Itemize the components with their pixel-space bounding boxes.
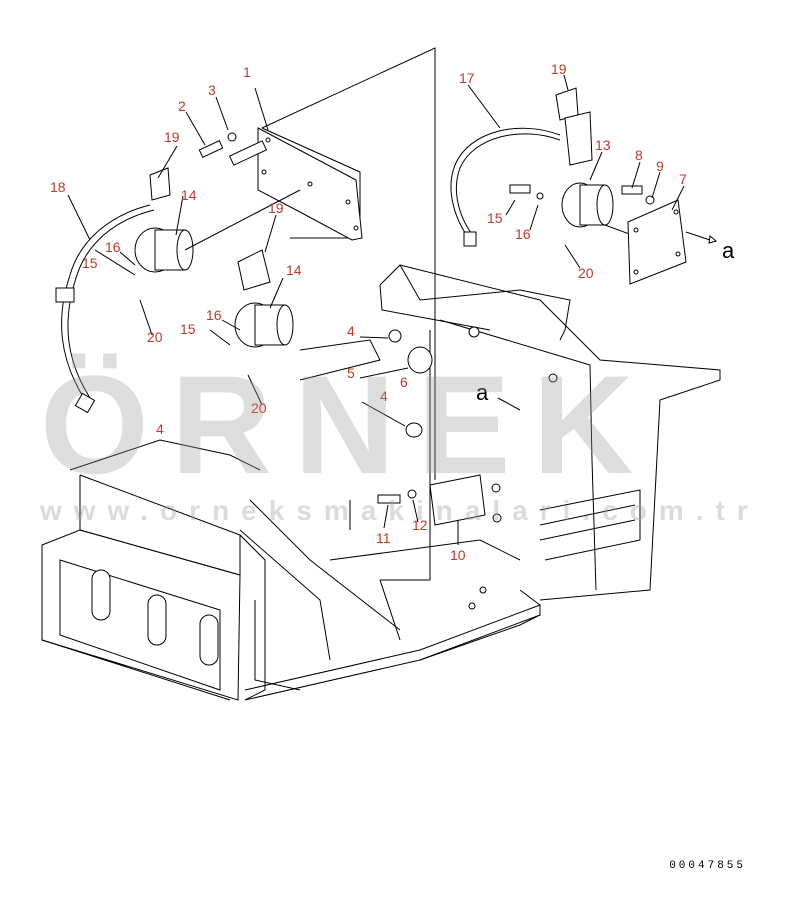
part-label-4c: 4 xyxy=(156,421,164,437)
part-label-5: 5 xyxy=(347,365,355,381)
part-label-19a: 19 xyxy=(164,129,180,145)
part-label-4b: 4 xyxy=(380,388,388,404)
battery-cable-right xyxy=(450,127,561,247)
leader-lines xyxy=(67,74,685,545)
part-label-7: 7 xyxy=(679,171,687,187)
small-bracket xyxy=(377,474,486,526)
relay-upper xyxy=(134,167,301,273)
part-label-14a: 14 xyxy=(181,187,197,203)
part-label-10: 10 xyxy=(450,547,466,563)
part-label-1: 1 xyxy=(243,64,251,80)
part-numbers: 1 2 3 19 14 18 19 16 15 14 20 16 15 20 1… xyxy=(50,61,735,563)
part-label-15a: 15 xyxy=(82,255,98,271)
part-label-11: 11 xyxy=(376,530,391,546)
part-label-2: 2 xyxy=(178,98,186,114)
frame-body xyxy=(69,264,721,701)
part-label-20b: 20 xyxy=(251,400,267,416)
relay-right xyxy=(555,87,641,239)
view-marker-center: a xyxy=(476,380,489,405)
part-label-13: 13 xyxy=(595,137,611,153)
part-label-20c: 20 xyxy=(578,265,594,281)
part-label-15c: 15 xyxy=(487,210,503,226)
battery-cable-left xyxy=(55,204,155,414)
part-label-19c: 19 xyxy=(551,61,567,77)
part-label-4a: 4 xyxy=(347,323,355,339)
mounting-plate-right xyxy=(627,199,718,285)
bracket-plate xyxy=(228,127,363,241)
part-label-16c: 16 xyxy=(515,226,531,242)
relay-middle xyxy=(234,249,294,348)
part-label-14b: 14 xyxy=(286,262,302,278)
part-label-19b: 19 xyxy=(268,200,284,216)
bolt-washer-set-upper xyxy=(198,132,237,158)
part-label-20a: 20 xyxy=(147,329,163,345)
part-label-17: 17 xyxy=(459,70,475,86)
part-label-9: 9 xyxy=(656,158,664,174)
part-label-6: 6 xyxy=(400,374,408,390)
part-label-3: 3 xyxy=(208,82,216,98)
part-label-15b: 15 xyxy=(180,321,196,337)
side-panel xyxy=(261,47,436,480)
part-label-12: 12 xyxy=(412,517,428,533)
view-marker-right: a xyxy=(722,238,735,263)
part-label-8: 8 xyxy=(635,147,643,163)
part-label-16a: 16 xyxy=(105,239,121,255)
bolt-washer-set-right xyxy=(509,184,655,205)
part-label-18: 18 xyxy=(50,179,66,195)
drawing-code: 00047855 xyxy=(669,860,746,872)
part-label-16b: 16 xyxy=(206,307,222,323)
battery-box xyxy=(41,474,266,701)
